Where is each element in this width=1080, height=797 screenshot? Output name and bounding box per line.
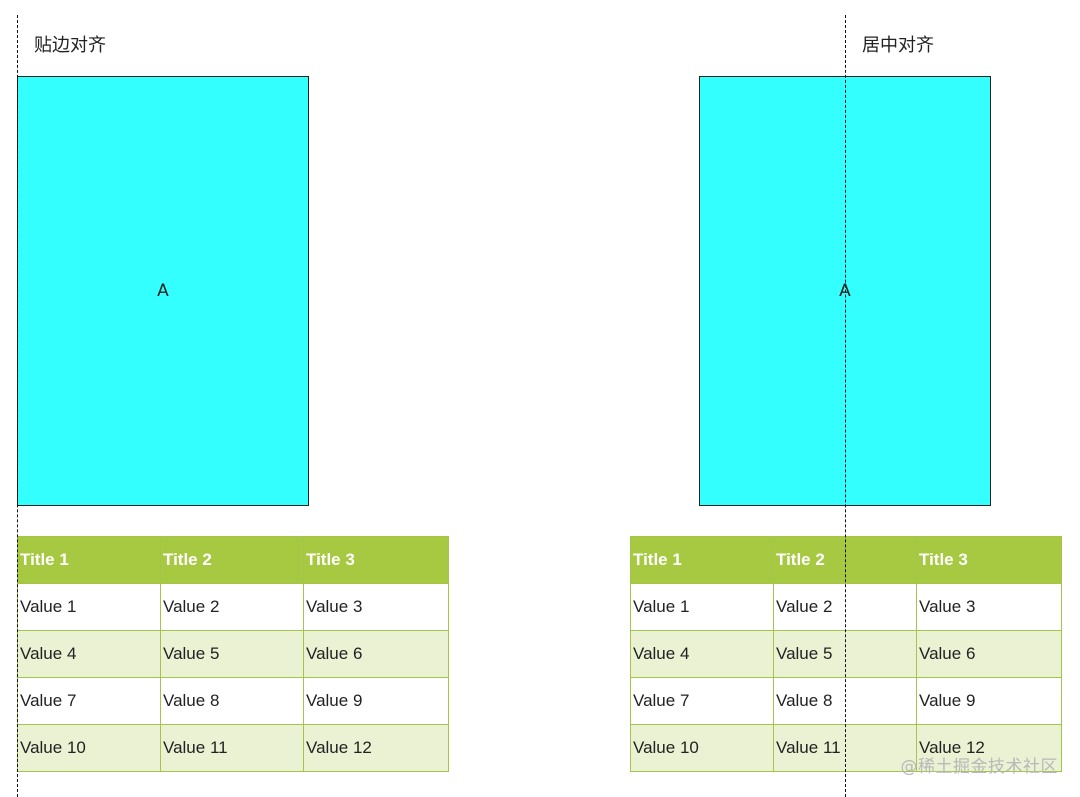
right-table-cell: Value 12	[916, 724, 1062, 772]
right-table-row: Value 4 Value 5 Value 6	[630, 630, 1062, 678]
right-section-label: 居中对齐	[862, 35, 934, 56]
right-table-cell: Value 4	[630, 630, 774, 678]
right-table-cell: Value 1	[630, 583, 774, 631]
left-section-label: 贴边对齐	[34, 35, 106, 56]
left-box-a: A	[17, 76, 309, 506]
left-table-cell: Value 8	[160, 677, 304, 725]
left-table-header-row: Title 1 Title 2 Title 3	[17, 536, 449, 584]
right-table-cell: Value 10	[630, 724, 774, 772]
left-table-cell: Value 6	[303, 630, 449, 678]
left-table-header-cell: Title 3	[303, 536, 449, 584]
right-table-row: Value 7 Value 8 Value 9	[630, 677, 1062, 725]
right-table-cell: Value 3	[916, 583, 1062, 631]
right-table-header-row: Title 1 Title 2 Title 3	[630, 536, 1062, 584]
left-table-cell: Value 12	[303, 724, 449, 772]
left-alignment-guide-line	[17, 15, 18, 797]
left-table-cell: Value 11	[160, 724, 304, 772]
right-alignment-guide-line	[845, 15, 846, 797]
left-table-cell: Value 10	[17, 724, 161, 772]
watermark: @稀土掘金技术社区	[900, 757, 1058, 777]
left-table-cell: Value 5	[160, 630, 304, 678]
left-table-header-cell: Title 1	[17, 536, 161, 584]
left-table-row: Value 4 Value 5 Value 6	[17, 630, 449, 678]
right-table-row: Value 1 Value 2 Value 3	[630, 583, 1062, 631]
left-table-row: Value 10 Value 11 Value 12	[17, 724, 449, 772]
left-table: Title 1 Title 2 Title 3 Value 1 Value 2 …	[17, 536, 449, 772]
left-table-row: Value 1 Value 2 Value 3	[17, 583, 449, 631]
left-table-row: Value 7 Value 8 Value 9	[17, 677, 449, 725]
left-table-cell: Value 9	[303, 677, 449, 725]
left-table-cell: Value 2	[160, 583, 304, 631]
right-table-cell: Value 6	[916, 630, 1062, 678]
left-table-cell: Value 1	[17, 583, 161, 631]
right-box-letter: A	[839, 281, 851, 301]
left-table-header-cell: Title 2	[160, 536, 304, 584]
right-table-cell: Value 7	[630, 677, 774, 725]
left-table-cell: Value 3	[303, 583, 449, 631]
left-table-cell: Value 4	[17, 630, 161, 678]
left-box-letter: A	[157, 281, 169, 301]
right-table-header-cell: Title 1	[630, 536, 774, 584]
right-table-header-cell: Title 3	[916, 536, 1062, 584]
right-table: Title 1 Title 2 Title 3 Value 1 Value 2 …	[630, 536, 1062, 772]
left-table-cell: Value 7	[17, 677, 161, 725]
right-table-row: Value 10 Value 11 Value 12	[630, 724, 1062, 772]
right-table-cell: Value 9	[916, 677, 1062, 725]
